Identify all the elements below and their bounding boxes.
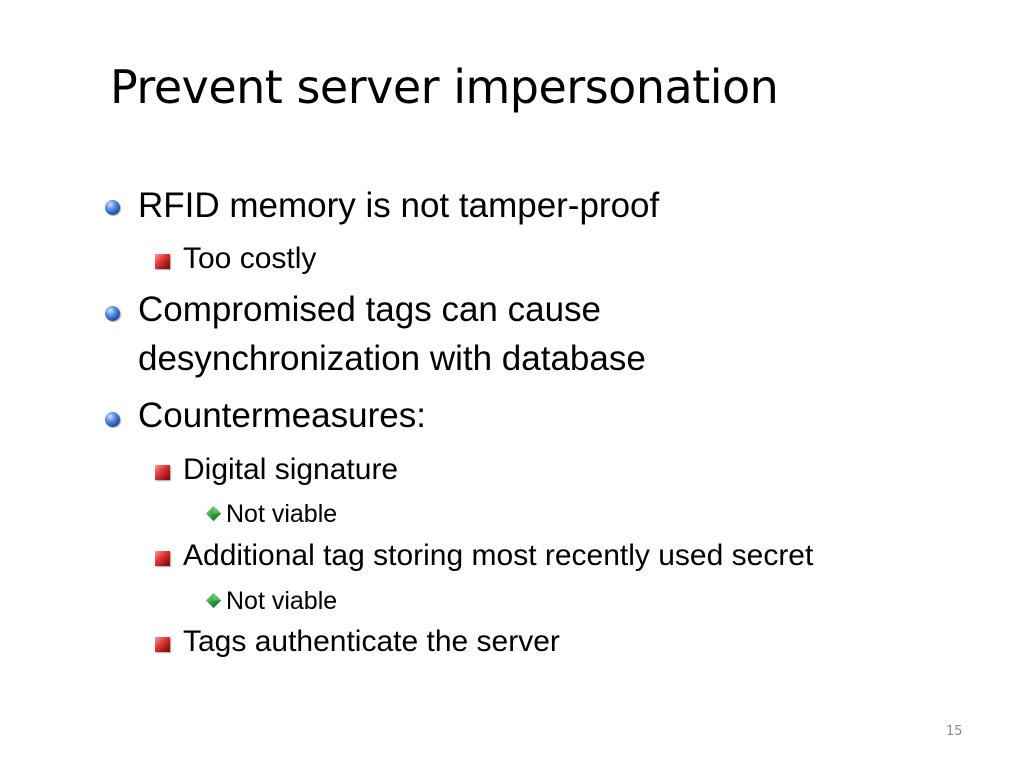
- bullet-line: Additional tag storing most recently use…: [183, 539, 814, 572]
- bullet-line: Too costly: [183, 242, 317, 275]
- page-number: 15: [946, 724, 963, 739]
- bullet-item-level-2: Too costly: [183, 240, 316, 278]
- bullet-item-level-2: Additional tag storing most recently use…: [183, 537, 813, 575]
- bullet-item-level-1: Countermeasures:: [138, 391, 426, 440]
- blue-sphere-bullet-icon: [105, 306, 120, 321]
- bullet-line: Digital signature: [183, 453, 399, 486]
- bullet-line: Compromised tags can cause: [138, 290, 601, 329]
- green-diamond-bullet-icon: [205, 592, 222, 609]
- bullet-item-level-2: Digital signature: [183, 451, 398, 489]
- bullet-item-level-3: Not viable: [226, 586, 337, 616]
- bullet-line: Countermeasures:: [138, 396, 426, 435]
- bullet-item-level-2: Tags authenticate the server: [183, 623, 560, 661]
- slide-title: Prevent server impersonation: [110, 60, 779, 114]
- bullet-line: Not viable: [226, 587, 338, 615]
- blue-sphere-bullet-icon: [105, 412, 120, 427]
- green-diamond-bullet-icon: [205, 505, 222, 522]
- bullet-line: desynchronization with database: [138, 339, 646, 378]
- red-square-bullet-icon: [155, 254, 170, 269]
- bullet-line: Tags authenticate the server: [183, 625, 560, 658]
- bullet-line: Not viable: [226, 500, 338, 528]
- bullet-item-level-1: Compromised tags can cause desynchroniza…: [138, 285, 646, 383]
- bullet-item-level-3: Not viable: [226, 499, 337, 529]
- bullet-line: RFID memory is not tamper-proof: [138, 186, 660, 225]
- red-square-bullet-icon: [155, 465, 170, 480]
- bullet-item-level-1: RFID memory is not tamper-proof: [138, 181, 659, 230]
- blue-sphere-bullet-icon: [105, 200, 120, 215]
- red-square-bullet-icon: [155, 551, 170, 566]
- red-square-bullet-icon: [155, 637, 170, 652]
